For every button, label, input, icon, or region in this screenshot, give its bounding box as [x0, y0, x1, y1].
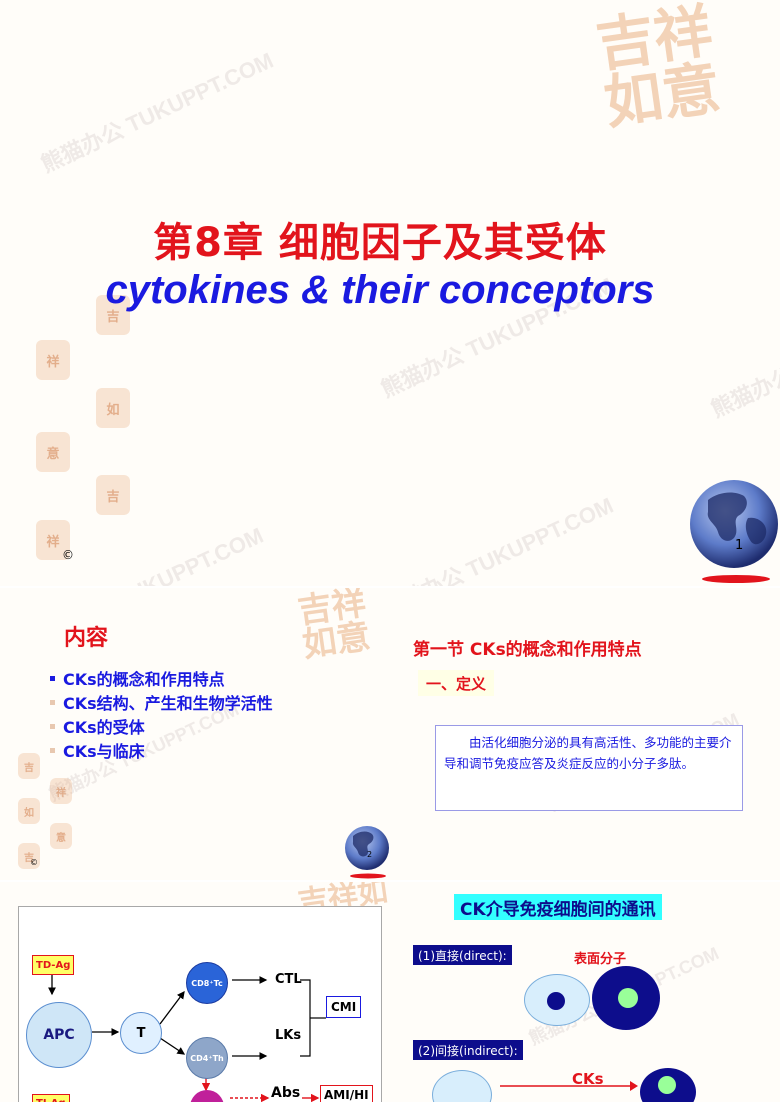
- contents-heading: 内容: [64, 626, 109, 651]
- ctl-label: CTL: [275, 972, 302, 987]
- contents-list: CKs的概念和作用特点 CKs结构、产生和生物学活性 CKs的受体 CKs与临床: [50, 666, 273, 762]
- list-item[interactable]: CKs的概念和作用特点: [50, 666, 273, 690]
- apc-node: APC: [26, 1002, 92, 1068]
- decorative-logo: 吉祥如意: [592, 0, 725, 138]
- bullet-icon: [50, 699, 55, 705]
- cd4-th-node: CD4⁺Th: [186, 1037, 228, 1079]
- diagram-connectors: [48, 974, 326, 1102]
- slide-4: 吉祥如意 熊猫办公 TUKUPPT.COM TD-Ag APC T CD8⁺Tc…: [0, 882, 400, 1102]
- list-item[interactable]: CKs的受体: [50, 714, 273, 738]
- slide-1: 熊猫办公 TUKUPPT.COM 熊猫办公 TUKUPPT.COM 熊猫办公 T…: [27, 0, 780, 586]
- decorative-logo: 吉祥如意: [295, 588, 373, 666]
- td-ag-label: TD-Ag: [32, 955, 75, 975]
- direct-label: (1)直接(direct):: [413, 945, 512, 965]
- list-item[interactable]: CKs结构、产生和生物学活性: [50, 690, 273, 714]
- watermark: 熊猫办公 TUKUPPT.COM: [377, 492, 618, 586]
- watermark: 熊猫办公 TUKUPPT.COM: [37, 47, 278, 178]
- slide-title-chinese: 第8章 细胞因子及其受体: [153, 220, 607, 266]
- stamp-icon: 意: [50, 823, 72, 849]
- ti-ag-label: TI-Ag: [32, 1094, 70, 1102]
- cell-source: [432, 1070, 492, 1102]
- ami-hi-box: AMI/HI: [320, 1085, 373, 1102]
- stamp-icon: 如: [96, 388, 130, 428]
- slide-5: 熊猫办公 TUKUPPT.COM CK介导免疫细胞间的通讯 (1)直接(dire…: [400, 882, 780, 1102]
- page-number: 2: [367, 850, 373, 859]
- globe-icon: [345, 826, 389, 879]
- cd8-tc-node: CD8⁺Tc: [186, 962, 228, 1004]
- stamp-icon: 如: [18, 798, 40, 824]
- stamp-icon: 吉: [18, 843, 40, 869]
- bullet-icon: [50, 723, 55, 729]
- communication-title: CK介导免疫细胞间的通讯: [454, 894, 662, 920]
- t-cell-node: T: [120, 1012, 162, 1054]
- nucleus-right: [618, 988, 638, 1008]
- stamp-icon: 吉: [96, 295, 130, 335]
- copyright-mark: ©: [30, 858, 38, 867]
- slide-3: 熊猫办公 TUKUPPT.COM 第一节 CKs的概念和作用特点 一、定义 由活…: [400, 588, 780, 880]
- nucleus-target: [658, 1076, 676, 1094]
- stamp-icon: 吉: [96, 475, 130, 515]
- stamp-icon: 祥: [50, 778, 72, 804]
- definition-box: 由活化细胞分泌的具有高活性、多功能的主要介导和调节免疫应答及炎症反应的小分子多肽…: [435, 725, 743, 811]
- cks-arrow: [500, 1081, 638, 1091]
- cks-label: CKs: [572, 1070, 604, 1088]
- bullet-icon: [50, 747, 55, 753]
- surface-molecule-label: 表面分子: [574, 952, 627, 967]
- slide-2: 吉祥如意 熊猫办公 TUKUPPT.COM 吉 祥 如 意 吉 内容 CKs的概…: [0, 588, 400, 880]
- lks-label: LKs: [275, 1028, 302, 1043]
- nucleus-left: [547, 992, 565, 1010]
- subheading: 一、定义: [418, 670, 495, 696]
- cmi-box: CMI: [326, 996, 362, 1018]
- slide-title-english: cytokines & their conceptors: [105, 268, 655, 312]
- bullet-icon: [50, 675, 55, 681]
- stamp-icon: 祥: [36, 520, 70, 560]
- stamp-icon: 祥: [36, 340, 70, 380]
- stamp-icon: 意: [36, 432, 70, 472]
- abs-label: Abs: [271, 1085, 301, 1101]
- section-title: 第一节 CKs的概念和作用特点: [413, 640, 642, 660]
- copyright-mark: ©: [62, 548, 74, 562]
- indirect-label: (2)间接(indirect):: [413, 1040, 523, 1060]
- list-item[interactable]: CKs与临床: [50, 738, 273, 762]
- page-number: 1: [735, 538, 744, 553]
- globe-icon: [690, 480, 778, 583]
- stamp-icon: 吉: [18, 753, 40, 779]
